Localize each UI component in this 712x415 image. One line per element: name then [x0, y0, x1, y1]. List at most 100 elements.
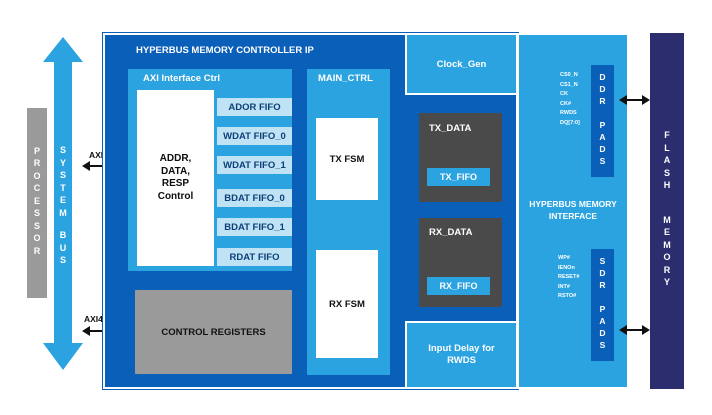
- vertical-letter: O: [663, 252, 671, 263]
- rx-fifo-block: RX_FIFO: [427, 277, 490, 295]
- fifo-bdat-0: BDAT FIFO_0: [217, 189, 292, 207]
- vertical-letter: M: [663, 239, 671, 250]
- signal-name: RESET#: [558, 274, 580, 280]
- axi-core-line: Control: [157, 190, 194, 202]
- tx-fifo-block: TX_FIFO: [427, 168, 490, 186]
- clock-gen-label: Clock_Gen: [436, 58, 487, 70]
- hyperbus-interface-line2: INTERFACE: [548, 211, 598, 221]
- ddr-signal-list: CS0_N CS1_N CK CK# RWDS DQ[7:0]: [560, 71, 590, 128]
- signal-name: CS0_N: [560, 72, 578, 78]
- control-registers-label: CONTROL REGISTERS: [161, 326, 266, 338]
- signal-name: CK#: [560, 100, 572, 107]
- signal-name: RWDS: [560, 110, 577, 116]
- vertical-letter: Y: [663, 277, 670, 288]
- vertical-letter: S: [33, 208, 40, 219]
- tx-data-block: [419, 113, 502, 202]
- axi-ctrl-title: AXI Interface Ctrl: [143, 73, 221, 84]
- vertical-letter: E: [33, 195, 40, 206]
- vertical-letter: S: [33, 220, 40, 231]
- signal-name: DQ[7:0]: [560, 119, 580, 126]
- fifo-wdat-1: WDAT FIFO_1: [217, 156, 292, 174]
- ddr-flash-arrow: [619, 95, 650, 105]
- tx-fsm-label: TX FSM: [329, 153, 365, 165]
- vertical-letter: S: [599, 156, 606, 166]
- rx-data-title: RX_DATA: [429, 227, 473, 238]
- vertical-letter: S: [599, 340, 606, 350]
- signal-name: IENOn: [558, 264, 575, 271]
- vertical-letter: P: [33, 145, 40, 156]
- rx-fifo-label: RX_FIFO: [439, 281, 478, 291]
- vertical-letter: D: [599, 268, 606, 278]
- vertical-letter: T: [60, 182, 66, 193]
- input-delay-line1: Input Delay for: [428, 343, 495, 354]
- vertical-letter: F: [664, 130, 670, 141]
- tx-data-title: TX_DATA: [429, 123, 472, 134]
- signal-name: WP#: [558, 255, 570, 261]
- clock-gen-block: Clock_Gen: [405, 33, 518, 95]
- hyperbus-interface-line1: HYPERBUS MEMORY: [529, 199, 617, 209]
- vertical-letter: M: [59, 207, 67, 218]
- main-ctrl-title: MAIN_CTRL: [318, 73, 373, 84]
- vertical-letter: A: [599, 132, 606, 142]
- vertical-letter: U: [59, 242, 67, 253]
- vertical-letter: A: [599, 316, 606, 326]
- signal-name: CK: [560, 91, 568, 97]
- vertical-letter: D: [599, 84, 606, 94]
- vertical-letter: C: [33, 183, 41, 194]
- vertical-letter: O: [33, 233, 41, 244]
- rx-fsm-label: RX FSM: [329, 298, 365, 310]
- vertical-letter: H: [663, 180, 671, 191]
- fifo-adr: ADOR FIFO: [217, 98, 292, 116]
- hyperbus-interface-label: HYPERBUS MEMORY INTERFACE: [519, 198, 627, 222]
- vertical-letter: P: [599, 120, 606, 130]
- fifo-rdat: RDAT FIFO: [217, 248, 292, 266]
- vertical-letter: D: [599, 144, 606, 154]
- vertical-letter: R: [599, 280, 606, 290]
- vertical-letter: R: [663, 264, 671, 275]
- vertical-letter: E: [663, 227, 670, 238]
- controller-title: HYPERBUS MEMORY CONTROLLER IP: [136, 45, 314, 56]
- vertical-letter: M: [663, 214, 671, 225]
- vertical-letter: S: [599, 256, 606, 266]
- sdr-flash-arrow: [619, 325, 650, 335]
- vertical-letter: S: [59, 145, 66, 156]
- axi-core-line: DATA,: [160, 165, 191, 177]
- vertical-letter: E: [59, 195, 66, 206]
- vertical-letter: P: [599, 304, 606, 314]
- vertical-letter: O: [33, 170, 41, 181]
- signal-name: RSTO#: [558, 293, 577, 299]
- vertical-letter: L: [664, 142, 670, 153]
- fifo-bdat-1: BDAT FIFO_1: [217, 218, 292, 236]
- vertical-letter: R: [33, 158, 41, 169]
- vertical-letter: S: [59, 170, 66, 181]
- vertical-letter: S: [663, 167, 670, 178]
- vertical-letter: R: [599, 96, 606, 106]
- tx-fsm-block: TX FSM: [316, 118, 378, 200]
- rx-fsm-block: RX FSM: [316, 250, 378, 358]
- signal-name: CS1_N: [560, 81, 578, 88]
- vertical-letter: D: [599, 72, 606, 82]
- input-delay-line2: RWDS: [447, 355, 476, 366]
- axi-core-line: ADDR,: [159, 153, 192, 164]
- input-delay-block: Input Delay for RWDS: [405, 321, 518, 389]
- tx-fifo-label: TX_FIFO: [439, 172, 477, 182]
- vertical-letter: D: [599, 328, 606, 338]
- vertical-letter: R: [33, 245, 41, 256]
- vertical-letter: B: [59, 230, 67, 241]
- fifo-wdat-0: WDAT FIFO_0: [217, 127, 292, 145]
- vertical-letter: Y: [59, 157, 66, 168]
- system-bus-arrow: [43, 37, 83, 370]
- vertical-letter: A: [663, 155, 671, 166]
- control-registers-block: CONTROL REGISTERS: [135, 290, 292, 374]
- vertical-letter: S: [59, 255, 66, 266]
- signal-name: INT#: [558, 283, 570, 290]
